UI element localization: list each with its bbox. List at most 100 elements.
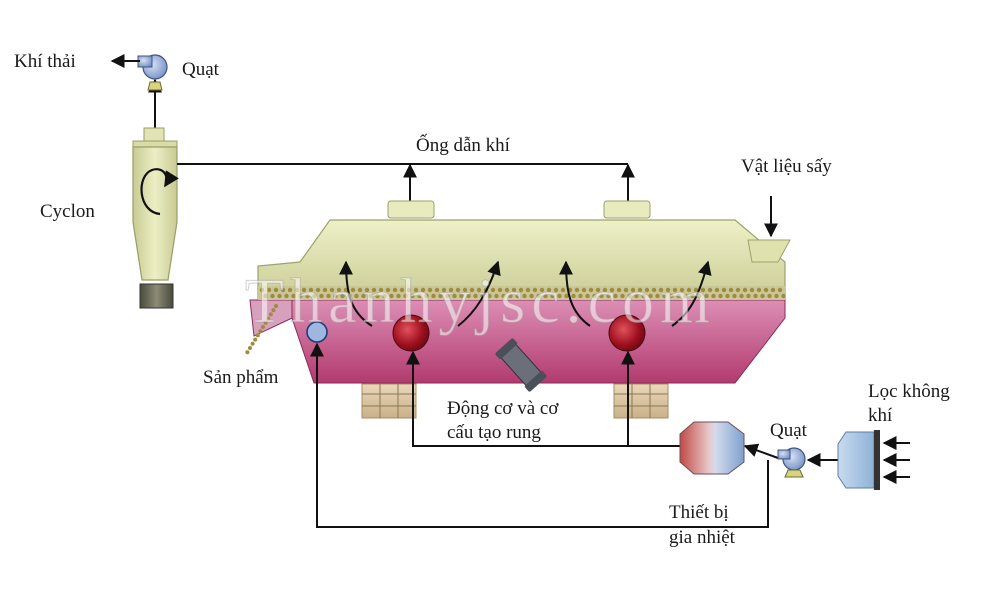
material-particle — [679, 287, 685, 293]
material-particle — [763, 287, 769, 293]
material-particle — [501, 293, 506, 299]
material-particle — [756, 287, 762, 293]
material-particle — [434, 287, 440, 293]
material-particle — [529, 293, 534, 299]
material-particle — [291, 293, 296, 299]
material-particle — [746, 293, 751, 299]
material-particle — [361, 293, 366, 299]
material-particle — [697, 293, 702, 299]
material-particle — [350, 287, 356, 293]
material-particle — [648, 293, 653, 299]
material-particle — [403, 293, 408, 299]
support-springs-left — [361, 383, 417, 419]
material-particle — [375, 293, 380, 299]
exhaust-fan — [110, 54, 168, 128]
material-particle — [637, 287, 643, 293]
material-particle — [504, 287, 510, 293]
material-particle — [399, 287, 405, 293]
hot-air-piping — [310, 342, 838, 528]
product-discharge-particles — [245, 304, 278, 355]
material-particle — [725, 293, 730, 299]
material-particle — [581, 287, 587, 293]
material-particle — [707, 287, 713, 293]
material-particle — [760, 293, 765, 299]
material-particle — [606, 293, 611, 299]
material-particle — [574, 287, 580, 293]
material-particle — [550, 293, 555, 299]
material-particle — [620, 293, 625, 299]
material-particle — [721, 287, 727, 293]
material-particle — [427, 287, 433, 293]
label-motor-line2: cấu tạo rung — [447, 422, 541, 443]
material-particle — [714, 287, 720, 293]
material-particle — [333, 293, 338, 299]
material-particle — [651, 287, 657, 293]
cyclone — [132, 127, 179, 309]
product-particle — [271, 308, 276, 313]
material-particle — [711, 293, 716, 299]
material-particle — [382, 293, 387, 299]
material-particle — [354, 293, 359, 299]
material-particle — [658, 287, 664, 293]
product-particle — [261, 325, 265, 329]
product-particle — [268, 312, 273, 317]
material-particle — [546, 287, 552, 293]
material-particle — [466, 293, 471, 299]
material-particle — [511, 287, 517, 293]
material-particle — [669, 293, 674, 299]
material-particle — [277, 293, 282, 299]
material-particle — [676, 293, 681, 299]
material-particle — [417, 293, 422, 299]
material-particle — [613, 293, 618, 299]
label-heater-line1: Thiết bị — [669, 502, 729, 523]
material-particle — [560, 287, 566, 293]
material-particle — [571, 293, 576, 299]
material-particle — [319, 293, 324, 299]
material-particle — [592, 293, 597, 299]
material-particle — [599, 293, 604, 299]
dryer — [245, 200, 791, 419]
material-particle — [340, 293, 345, 299]
material-particle — [602, 287, 608, 293]
material-particle — [585, 293, 590, 299]
material-particle — [329, 287, 335, 293]
material-particle — [595, 287, 601, 293]
material-particle — [371, 287, 377, 293]
material-particle — [753, 293, 758, 299]
material-particle — [700, 287, 706, 293]
material-particle — [536, 293, 541, 299]
material-particle — [315, 287, 321, 293]
material-particle — [553, 287, 559, 293]
material-particle — [732, 293, 737, 299]
product-particle — [245, 350, 250, 355]
material-particle — [662, 293, 667, 299]
material-particle — [770, 287, 776, 293]
material-particle — [308, 287, 314, 293]
material-particle — [266, 287, 272, 293]
material-particle — [557, 293, 562, 299]
label-heater-line2: gia nhiệt — [669, 527, 736, 548]
material-particle — [431, 293, 436, 299]
material-particle — [378, 287, 384, 293]
material-particle — [739, 293, 744, 299]
material-particle — [259, 287, 265, 293]
label-cyclone: Cyclon — [40, 201, 95, 222]
material-particle — [683, 293, 688, 299]
material-particle — [490, 287, 496, 293]
material-particle — [368, 293, 373, 299]
material-particle — [518, 287, 524, 293]
material-particle — [693, 287, 699, 293]
material-particle — [469, 287, 475, 293]
label-motor-line1: Động cơ và cơ — [447, 398, 559, 419]
material-particle — [438, 293, 443, 299]
material-particle — [634, 293, 639, 299]
material-particle — [497, 287, 503, 293]
label-product: Sản phẩm — [203, 367, 279, 388]
product-particle — [274, 304, 278, 308]
air-duct — [177, 163, 635, 201]
material-particle — [704, 293, 709, 299]
product-particle — [248, 346, 252, 350]
material-particle — [284, 293, 289, 299]
material-particle — [452, 293, 457, 299]
label-exhaust-gas: Khí thải — [14, 51, 76, 72]
